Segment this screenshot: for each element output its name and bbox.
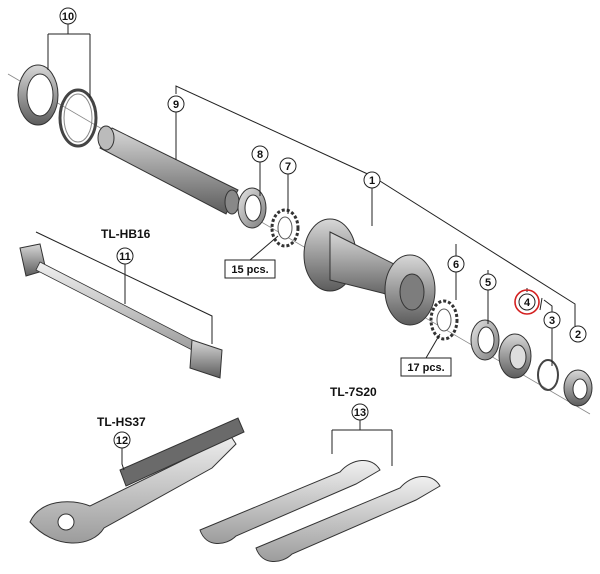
tool-label-7s20: TL-7S20 bbox=[330, 385, 377, 399]
qty-left-text: 15 pcs. bbox=[231, 264, 268, 276]
callout-3: 3 bbox=[543, 311, 561, 329]
svg-text:2: 2 bbox=[575, 329, 581, 341]
part-1-hub-shell bbox=[303, 218, 436, 326]
callout-12: 12 bbox=[113, 431, 131, 449]
svg-text:10: 10 bbox=[62, 11, 74, 23]
svg-text:11: 11 bbox=[119, 251, 131, 263]
part-13-cone-wrench-set bbox=[199, 460, 441, 562]
tool-label-hb16: TL-HB16 bbox=[101, 227, 151, 241]
callout-8: 8 bbox=[251, 145, 269, 163]
part-3-o-ring bbox=[537, 359, 559, 391]
svg-text:12: 12 bbox=[116, 435, 128, 447]
leader-lines bbox=[35, 24, 576, 471]
callout-5: 5 bbox=[479, 273, 497, 291]
callout-11: 11 bbox=[116, 247, 134, 265]
callout-9: 9 bbox=[167, 95, 185, 113]
callout-10: 10 bbox=[59, 7, 77, 25]
qty-box-right: 17 pcs. bbox=[400, 333, 452, 377]
callout-7: 7 bbox=[279, 157, 297, 175]
part-8-washer bbox=[237, 187, 267, 229]
qty-right-text: 17 pcs. bbox=[407, 362, 444, 374]
callout-13: 13 bbox=[351, 403, 369, 421]
svg-text:13: 13 bbox=[354, 407, 366, 419]
tool-label-hs37: TL-HS37 bbox=[97, 415, 146, 429]
svg-text:6: 6 bbox=[453, 259, 459, 271]
part-11-axle-tool bbox=[19, 243, 223, 379]
svg-text:4: 4 bbox=[524, 297, 531, 309]
part-2-lock-nut bbox=[563, 369, 593, 407]
callout-1: 1 bbox=[363, 171, 381, 189]
part-5-washer bbox=[470, 319, 500, 361]
svg-text:3: 3 bbox=[549, 315, 555, 327]
callout-4-highlighted: 4 bbox=[514, 289, 540, 315]
callout-2: 2 bbox=[569, 325, 587, 343]
part-12-hub-spanner bbox=[29, 417, 245, 544]
part-7-bearing-retainer bbox=[270, 208, 300, 248]
svg-text:1: 1 bbox=[369, 175, 375, 187]
svg-text:8: 8 bbox=[257, 149, 263, 161]
qty-box-left: 15 pcs. bbox=[224, 235, 279, 279]
callout-6: 6 bbox=[447, 255, 465, 273]
svg-text:5: 5 bbox=[485, 277, 491, 289]
part-9-axle-body bbox=[97, 125, 240, 215]
part-4-dust-cap bbox=[498, 333, 532, 379]
part-6-bearing-retainer bbox=[429, 299, 459, 341]
svg-text:7: 7 bbox=[285, 161, 291, 173]
svg-text:9: 9 bbox=[173, 99, 179, 111]
part-10-lock-ring bbox=[17, 64, 98, 148]
